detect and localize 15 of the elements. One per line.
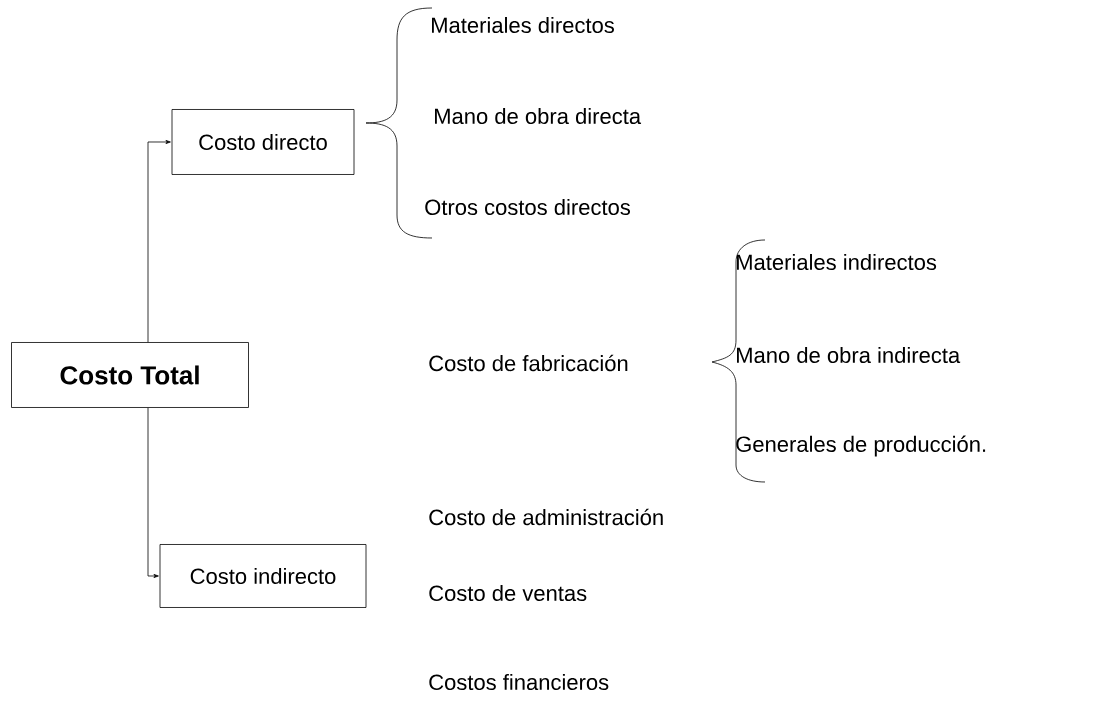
label: Costos financieros — [429, 673, 609, 691]
box: Costo directo — [171, 109, 355, 175]
label: Generales de producción. — [736, 435, 986, 457]
label: Mano de obra indirecta — [737, 346, 961, 364]
label: Costo de fabricación — [429, 354, 628, 372]
arrow — [147, 407, 159, 578]
label: Costo de ventas — [429, 584, 587, 602]
label: Otros costos directos — [425, 198, 630, 216]
label: Materiales indirectos — [737, 253, 937, 271]
label: Costo de administración — [429, 508, 663, 526]
box: Costo indirecto — [159, 544, 367, 608]
label: Mano de obra directa — [435, 107, 642, 125]
box: Costo Total — [11, 342, 249, 408]
label: Materiales directos — [432, 16, 614, 34]
arrow — [147, 140, 171, 343]
